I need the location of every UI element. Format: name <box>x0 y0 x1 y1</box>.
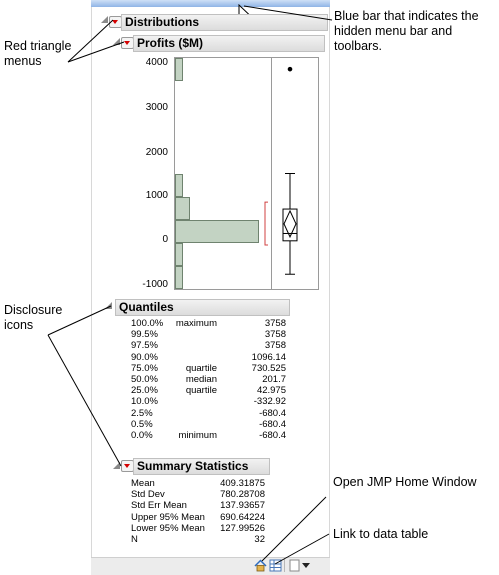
histogram-bar <box>175 265 183 289</box>
quantile-label: median <box>185 374 217 385</box>
box-plot <box>264 66 298 275</box>
quantiles-header[interactable]: Quantiles <box>115 299 290 316</box>
histogram-bar <box>175 196 191 220</box>
histogram <box>175 58 271 289</box>
annotation-blue-bar: Blue bar that indicates the hidden menu … <box>334 9 479 53</box>
summary-statistics-header[interactable]: Summary Statistics <box>133 458 270 475</box>
histogram-bar <box>175 58 183 82</box>
summary-value: 137.93657 <box>220 500 265 512</box>
annotation-home-window: Open JMP Home Window <box>333 475 477 489</box>
summary-value: 690.64224 <box>220 511 265 523</box>
quantile-label: minimum <box>178 430 217 441</box>
quantile-pct: 75.0% <box>131 362 158 374</box>
hidden-menu-bar[interactable] <box>91 0 330 7</box>
histogram-bar <box>175 173 183 197</box>
quantile-value: 3758 <box>264 340 286 352</box>
profits-header[interactable]: Profits ($M) <box>133 35 325 52</box>
annotation-red-triangle: Red triangle menus <box>4 39 72 68</box>
separator <box>284 559 285 572</box>
quantile-pct: 0.5% <box>131 418 153 430</box>
summary-label: Std Err Mean <box>131 500 187 512</box>
quantile-value: 42.975 <box>256 385 286 397</box>
summary-label: N <box>131 534 138 545</box>
home-icon[interactable] <box>254 559 267 572</box>
box <box>282 208 298 242</box>
mean-diamond <box>283 209 297 239</box>
quantile-label: quartile <box>185 385 217 397</box>
summary-label: Lower 95% Mean <box>131 522 205 534</box>
plot-divider <box>271 57 272 290</box>
quantile-pct: 25.0% <box>131 385 158 397</box>
disclosure-icon[interactable] <box>113 38 120 45</box>
annotation-data-table: Link to data table <box>333 527 429 541</box>
quantile-value: 1096.14 <box>251 351 286 363</box>
page-icon[interactable] <box>289 559 300 572</box>
quantile-pct: 97.5% <box>131 340 158 352</box>
shortest-half-bracket <box>264 201 268 246</box>
summary-value: 780.28708 <box>220 489 265 501</box>
quantile-pct: 100.0% <box>131 318 164 329</box>
annotation-disclosure: Disclosure icons <box>4 303 63 332</box>
distributions-header[interactable]: Distributions <box>121 14 328 31</box>
quantile-label: quartile <box>185 362 217 374</box>
quantile-value: 730.525 <box>251 362 286 374</box>
quantile-pct: 2.5% <box>131 407 153 419</box>
summary-value: 32 <box>254 534 265 545</box>
y-tick-label: -1000 <box>142 279 168 290</box>
disclosure-icon[interactable] <box>101 16 108 23</box>
y-tick-label: 1000 <box>145 190 168 201</box>
red-triangle-menu-icon[interactable] <box>109 16 122 28</box>
outlier-point <box>287 66 293 72</box>
quantile-value: -332.92 <box>253 396 286 408</box>
quantile-value: -680.4 <box>259 430 286 441</box>
disclosure-icon[interactable] <box>105 302 112 309</box>
y-tick-label: 4000 <box>145 57 168 68</box>
summary-label: Std Dev <box>131 489 165 501</box>
disclosure-icon[interactable] <box>113 462 120 469</box>
y-tick-label: 2000 <box>145 147 168 158</box>
quantile-value: 3758 <box>264 318 286 329</box>
quantile-pct: 50.0% <box>131 374 158 385</box>
chevron-down-icon[interactable] <box>302 563 310 569</box>
quantile-value: 3758 <box>264 329 286 341</box>
quantile-value: 201.7 <box>262 374 286 385</box>
summary-label: Mean <box>131 478 155 489</box>
y-tick-label: 3000 <box>145 102 168 113</box>
histogram-bar <box>175 219 259 243</box>
quantile-pct: 90.0% <box>131 351 158 363</box>
quantile-pct: 10.0% <box>131 396 158 408</box>
quantile-pct: 99.5% <box>131 329 158 341</box>
quantile-value: -680.4 <box>259 418 286 430</box>
quantile-label: maximum <box>175 318 217 329</box>
summary-label: Upper 95% Mean <box>131 511 205 523</box>
histogram-bar <box>175 242 183 266</box>
summary-value: 127.99526 <box>220 522 265 534</box>
y-tick-label: 0 <box>162 234 168 245</box>
quantile-value: -680.4 <box>259 407 286 419</box>
quantile-pct: 0.0% <box>131 430 153 441</box>
summary-value: 409.31875 <box>220 478 265 489</box>
